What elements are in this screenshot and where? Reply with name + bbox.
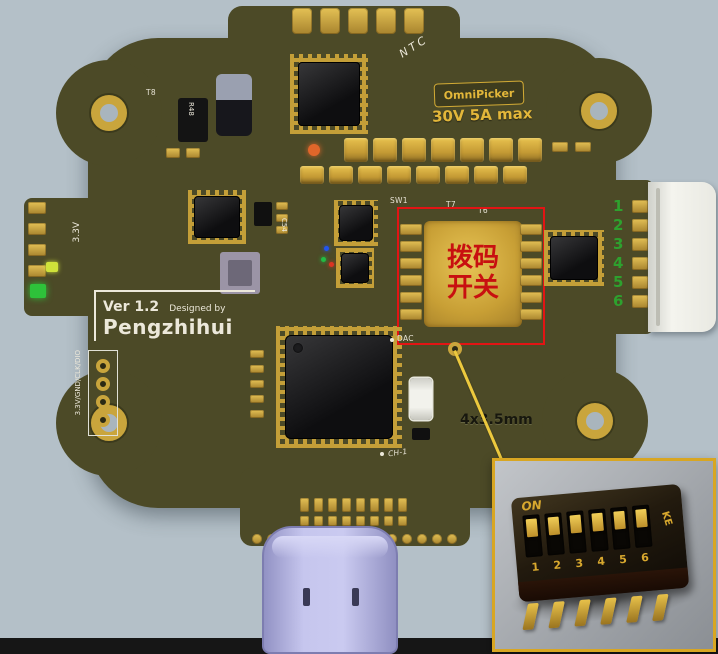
label-3v3: 3.3V xyxy=(72,222,82,243)
dip-actuator xyxy=(635,508,648,528)
green-led-center xyxy=(321,257,326,262)
pin-number: 1 xyxy=(613,197,624,215)
author-text: Pengzhihui xyxy=(103,315,233,339)
red-led-center xyxy=(329,262,334,267)
dip-annotation-text-1: 拨码 xyxy=(446,243,499,274)
pin-number: 2 xyxy=(613,216,624,234)
pad-pair xyxy=(166,148,200,158)
mcu-pin1-dot xyxy=(293,343,303,353)
regulator-ic xyxy=(188,190,246,244)
ke-label: KE xyxy=(659,510,674,528)
dac-dot xyxy=(390,338,394,342)
mounting-hole-bottom-right xyxy=(577,403,613,439)
chip-r48: R48 xyxy=(178,98,208,142)
usb-slot-left xyxy=(303,588,310,606)
mounting-hole-top-left xyxy=(91,95,127,131)
dimension-annotation: 4x3.5mm xyxy=(460,412,533,428)
dip-switch-footprint: 拨码 开关 xyxy=(424,221,522,327)
ch1-dot xyxy=(380,452,384,456)
sensor-ic-1 xyxy=(334,200,378,246)
capacitor-row-1 xyxy=(344,138,542,162)
label-sw1: SW1 xyxy=(390,196,408,205)
pad-col-small xyxy=(276,202,288,234)
pin-number: 4 xyxy=(613,254,624,272)
pin-number: 5 xyxy=(613,273,624,291)
capacitor-row-2 xyxy=(300,166,527,184)
connector-pin-numbers: 1 2 3 4 5 6 xyxy=(613,197,623,311)
dip-switch-inset-photo: ON KE 1 2 3 xyxy=(492,458,716,652)
inductor xyxy=(220,252,260,294)
dip-switch-annotation-box xyxy=(397,207,545,345)
label-dac: DAC xyxy=(397,334,414,343)
label-t6: T6 xyxy=(478,206,488,215)
mounting-hole-top-right xyxy=(581,93,617,129)
dip-pads-left xyxy=(400,224,422,320)
sensor-ic-2 xyxy=(336,248,374,288)
mcu-chip xyxy=(276,326,402,448)
bottom-pad-row-2 xyxy=(300,516,407,526)
usb-c-connector xyxy=(262,526,398,654)
pad-pair-right-top xyxy=(552,142,591,152)
on-label: ON xyxy=(520,497,543,514)
dip-actuator xyxy=(591,512,604,532)
version-text: Ver 1.2 xyxy=(103,299,160,315)
dip-annotation-text-2: 开关 xyxy=(446,273,499,303)
label-c54: C54 xyxy=(280,218,288,232)
orange-led xyxy=(308,144,320,156)
dip-pads-right xyxy=(520,224,542,320)
crystal xyxy=(410,378,432,420)
small-chip-below-crystal xyxy=(412,428,430,440)
dip-actuator xyxy=(569,514,583,534)
driver-ic xyxy=(544,230,604,286)
brand-badge: OmniPicker xyxy=(433,80,525,108)
swd-header-label: 3.3V/GND/CLK/DIO xyxy=(74,350,82,416)
connector-pads xyxy=(632,200,648,308)
dip-actuator xyxy=(525,518,539,538)
dip-actuator xyxy=(613,510,626,530)
top-ic xyxy=(290,54,368,134)
pin-number: 3 xyxy=(613,235,624,253)
label-t8: T8 xyxy=(146,88,156,97)
version-block: Ver 1.2 Designed by Pengzhihui xyxy=(94,290,255,341)
mcu-left-pads xyxy=(250,350,264,418)
bottom-pad-row-1 xyxy=(300,498,407,512)
dip-actuator xyxy=(547,516,561,536)
yellow-led xyxy=(46,262,58,272)
pin-number: 6 xyxy=(613,292,624,310)
usb-slot-right xyxy=(352,588,359,606)
label-r48: R48 xyxy=(187,102,195,116)
designed-by-text: Designed by xyxy=(169,304,226,314)
jst-connector xyxy=(648,182,716,332)
blue-led xyxy=(324,246,329,251)
electrolytic-cap xyxy=(216,74,252,136)
brand-name: OmniPicker xyxy=(443,86,515,102)
power-rating: 30V 5A max xyxy=(431,104,533,126)
dip-switch-body: ON KE 1 2 3 xyxy=(510,483,690,603)
green-led xyxy=(30,284,46,298)
swd-header-pads xyxy=(88,350,118,436)
dip-slots xyxy=(522,504,653,558)
top-finger-pads xyxy=(292,8,424,34)
label-t7: T7 xyxy=(446,200,456,209)
left-tab-pads xyxy=(28,202,46,277)
small-chip xyxy=(254,202,272,226)
